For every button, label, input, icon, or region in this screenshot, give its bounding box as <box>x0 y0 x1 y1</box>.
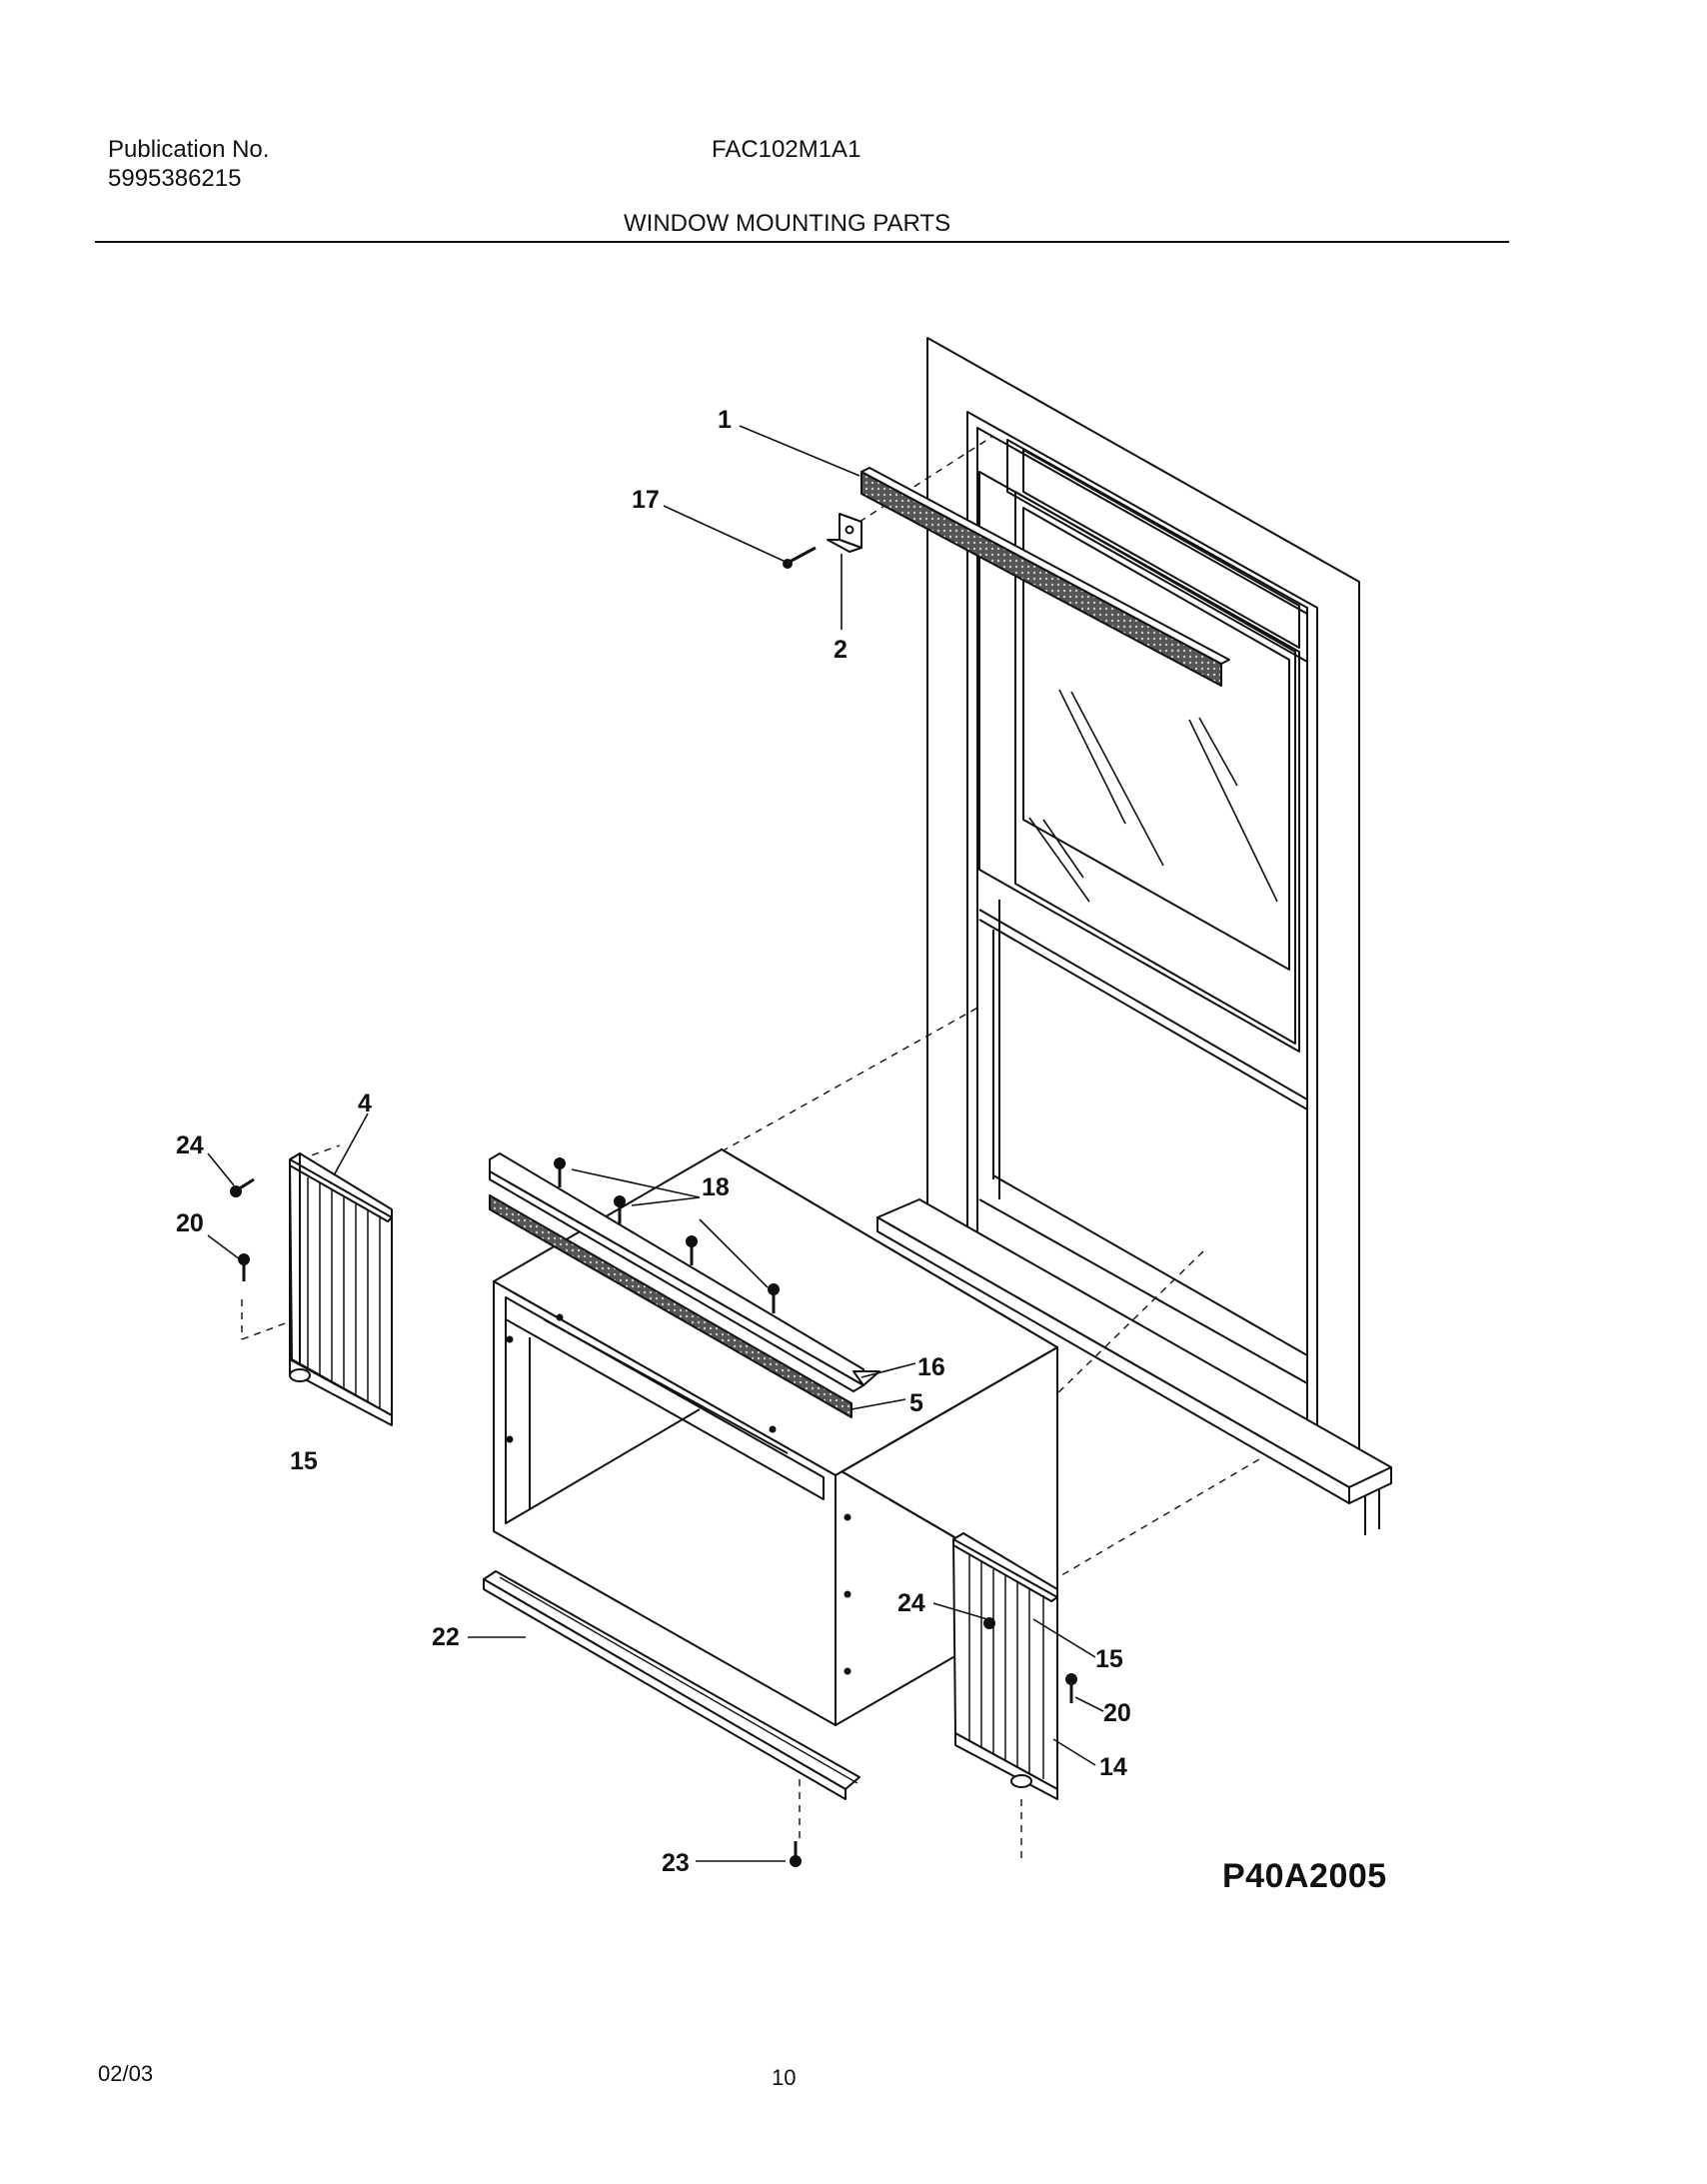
header-rule <box>95 241 1509 243</box>
footer-page-number: 10 <box>772 2065 797 2090</box>
window-sill <box>876 1198 1392 1535</box>
screw-part-17 <box>783 546 817 569</box>
screw-part-23 <box>790 1841 802 1867</box>
callout-23: 23 <box>662 1849 690 1877</box>
window-lower-rails <box>978 900 1308 1384</box>
top-angle-part-16 <box>489 1152 880 1392</box>
callout-17: 17 <box>632 486 660 514</box>
callout-14: 14 <box>1099 1753 1127 1781</box>
screws-part-18 <box>554 1157 780 1313</box>
left-curtain-part-4 <box>289 1152 393 1426</box>
upper-sash <box>1006 439 1308 663</box>
callout-1: 1 <box>718 406 732 434</box>
cabinet-sleeve <box>493 1148 1058 1726</box>
right-screws <box>983 1617 1077 1703</box>
section-title: WINDOW MOUNTING PARTS <box>624 210 951 237</box>
publication-label: Publication No. <box>108 136 270 163</box>
top-foam-seal-part-1 <box>860 467 1230 687</box>
diagram-code: P40A2005 <box>1222 1857 1387 1895</box>
glass-reflection-lines <box>1028 689 1278 903</box>
callout-24-right: 24 <box>897 1589 925 1617</box>
callout-24-left: 24 <box>176 1131 204 1159</box>
left-guide-part-15 <box>289 1368 311 1382</box>
callout-22: 22 <box>432 1623 460 1651</box>
publication-number: 5995386215 <box>108 165 242 192</box>
leader-lines <box>207 425 1104 1862</box>
right-curtain-part-14 <box>952 1532 1058 1800</box>
foam-seal-part-5 <box>489 1194 853 1418</box>
assembly-guide-lines <box>241 435 1260 1861</box>
callout-20-right: 20 <box>1103 1699 1131 1727</box>
lower-sash <box>978 471 1300 1053</box>
callout-labels: 1 2 4 5 14 15 15 16 17 18 20 20 22 23 24… <box>176 406 1131 1877</box>
callout-2: 2 <box>834 636 848 664</box>
callout-15-right: 15 <box>1095 1645 1123 1673</box>
callout-20-left: 20 <box>176 1209 204 1237</box>
callout-5: 5 <box>909 1389 923 1417</box>
sill-support-part-22 <box>483 1570 860 1800</box>
callout-15-left: 15 <box>290 1447 318 1475</box>
sash-bracket-part-2 <box>827 513 862 553</box>
left-screws <box>230 1177 255 1281</box>
callout-18: 18 <box>702 1173 730 1201</box>
callout-4: 4 <box>358 1090 372 1117</box>
footer-date: 02/03 <box>98 2061 154 2086</box>
model-number: FAC102M1A1 <box>712 136 861 163</box>
callout-16: 16 <box>917 1353 945 1381</box>
